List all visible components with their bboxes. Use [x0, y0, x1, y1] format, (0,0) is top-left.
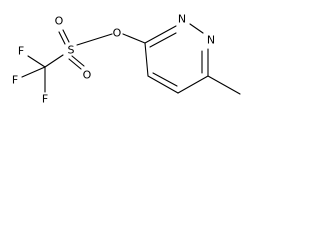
bond-s-obottom-b: [71, 55, 85, 67]
atom-o-bridge: O: [113, 27, 122, 40]
bond-c6-c5: [177, 75, 209, 94]
atom-f1: F: [18, 45, 24, 58]
bond-s-obottom-a: [68, 58, 82, 70]
atom-n2: N: [178, 13, 186, 26]
bond-c5-c4-a: [147, 75, 179, 94]
molecule-structure: F F F S O O O N N: [12, 13, 241, 106]
bond-obridge-c3: [122, 33, 146, 44]
bond-c-f2: [21, 66, 46, 78]
bond-n2-n1: [189, 23, 204, 34]
bond-c6-methyl: [207, 75, 241, 95]
bond-c3-n2-b: [149, 32, 177, 48]
atom-o-bottom: O: [83, 69, 92, 82]
atom-s: S: [68, 44, 75, 57]
bond-lines: [21, 23, 241, 95]
atom-f3: F: [42, 93, 48, 106]
atom-o-top: O: [55, 15, 64, 28]
atom-f2: F: [12, 74, 18, 87]
bond-c3-n2-a: [144, 25, 177, 44]
atom-labels: F F F S O O O N N: [12, 13, 215, 106]
bond-c-f1: [27, 55, 46, 68]
bond-s-otop-a: [58, 31, 66, 45]
bond-c-s: [44, 54, 64, 68]
bond-s-otop-b: [62, 29, 70, 43]
bond-s-obridge: [76, 33, 113, 46]
bond-c4-c3: [144, 42, 149, 77]
bond-c5-c4-b: [152, 72, 178, 87]
atom-n1: N: [207, 34, 215, 47]
